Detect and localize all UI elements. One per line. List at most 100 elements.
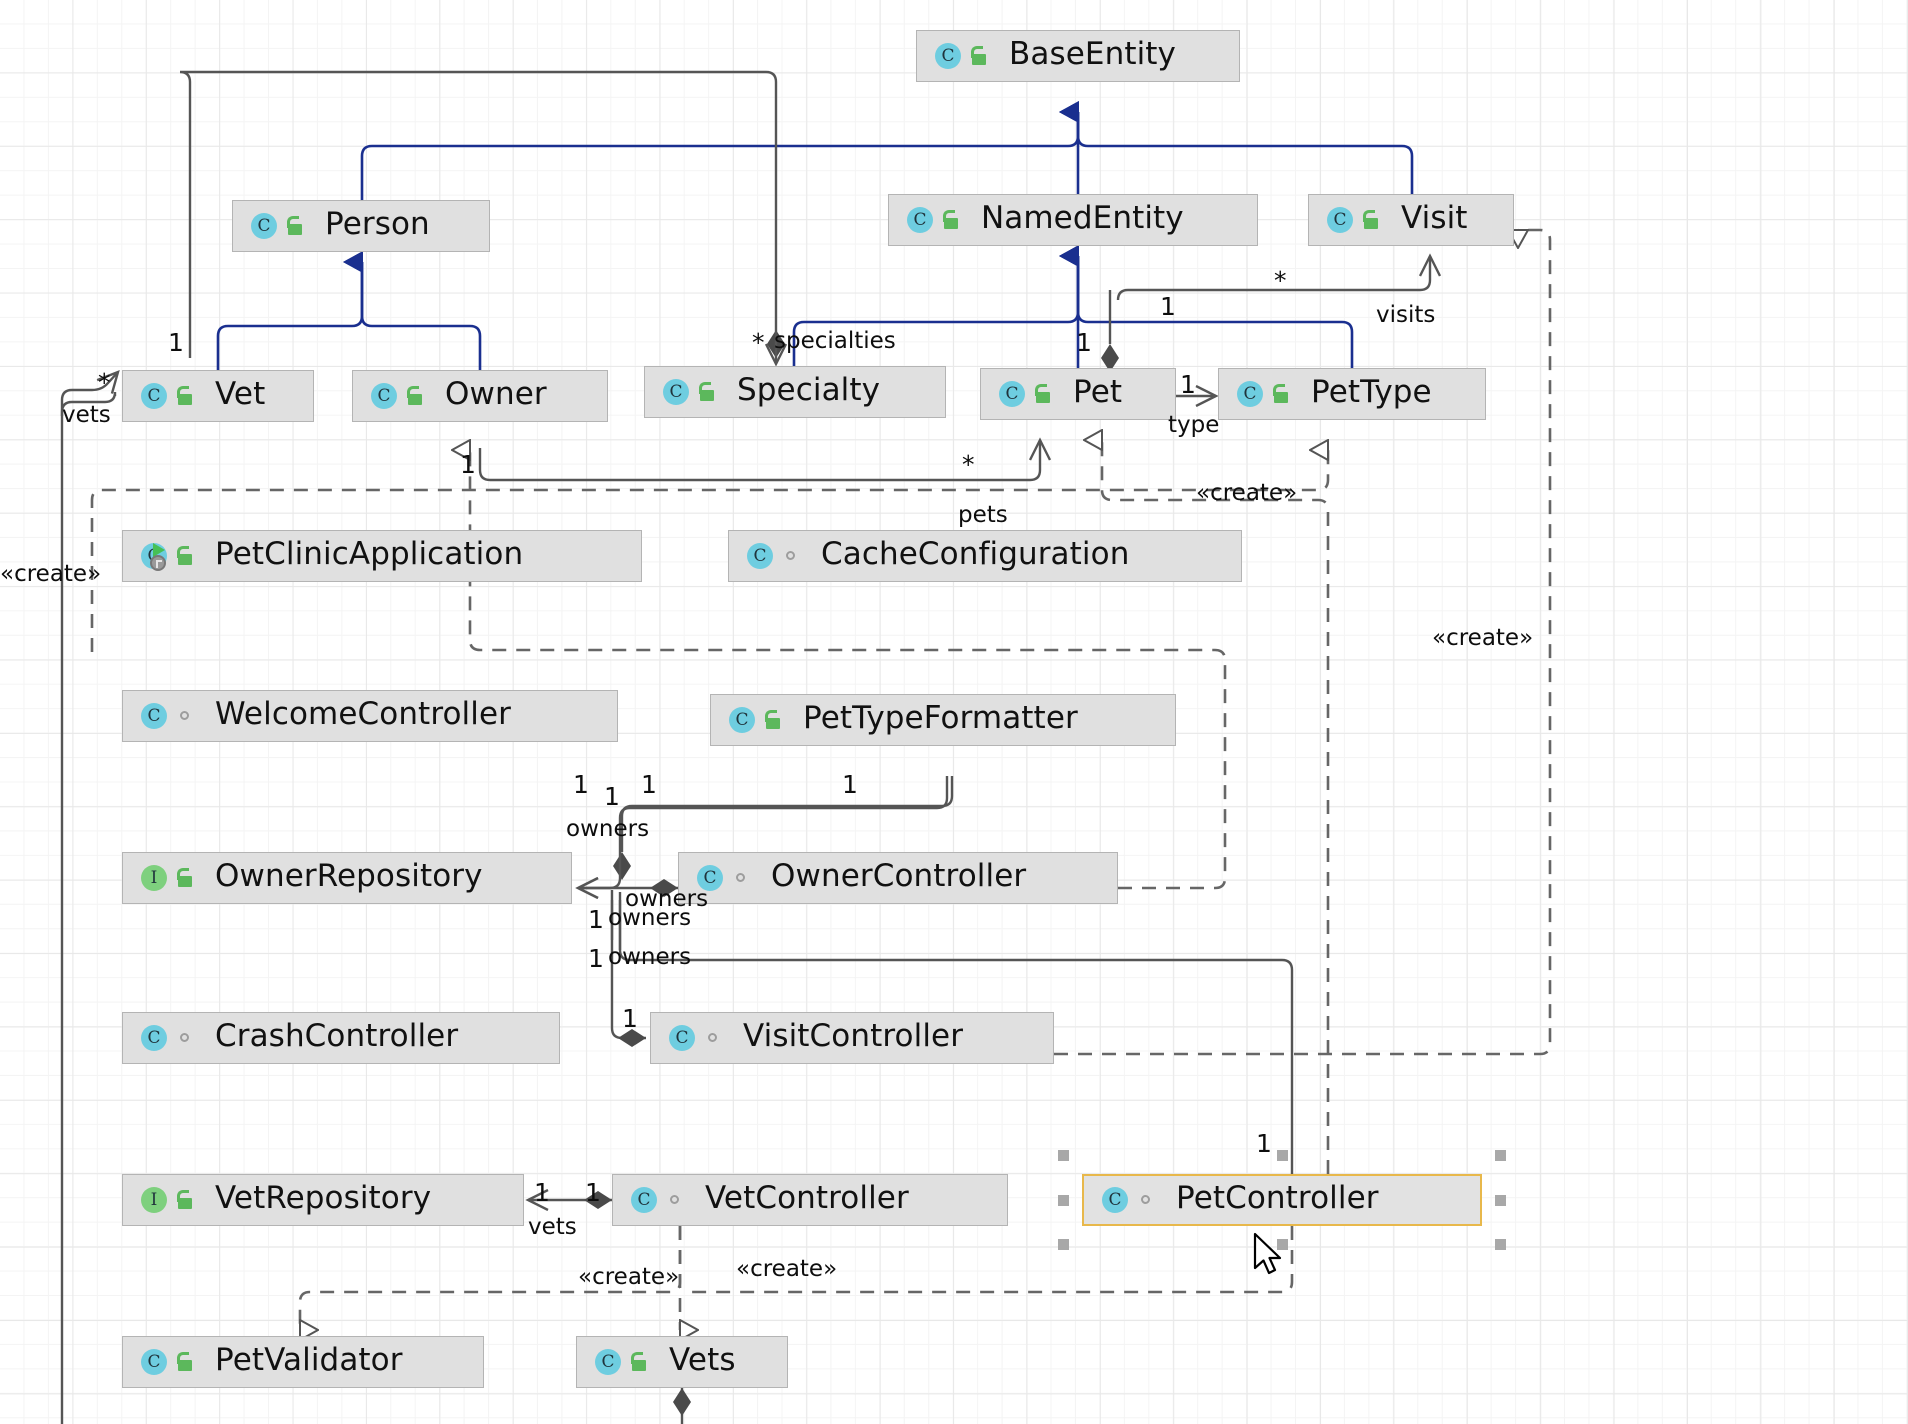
edge-label-visits-star: * — [1274, 266, 1287, 295]
interface-icon: I — [139, 863, 169, 893]
class-name-label: NamedEntity — [981, 200, 1184, 236]
edge-label-specialties-role: specialties — [774, 328, 896, 354]
class-icon: C — [1325, 205, 1355, 235]
class-node-cacheconfiguration[interactable]: C CacheConfiguration — [728, 530, 1242, 582]
resize-handle-2[interactable] — [1495, 1150, 1506, 1161]
edge-label-owner-one: 1 — [460, 450, 476, 479]
class-name-label: PetType — [1311, 374, 1432, 410]
class-node-ownercontroller[interactable]: C OwnerController — [678, 852, 1118, 904]
class-name-label: OwnerController — [771, 858, 1027, 894]
class-name-label: OwnerRepository — [215, 858, 483, 894]
resize-handle-5[interactable] — [1058, 1239, 1069, 1250]
unlock-icon — [761, 707, 787, 733]
class-icon: C — [139, 701, 169, 731]
class-icon: C — [661, 377, 691, 407]
class-icon: C — [997, 379, 1027, 409]
class-icon: C — [629, 1185, 659, 1215]
edge-label-own-b1: 1 — [588, 905, 604, 934]
resize-handle-1[interactable] — [1276, 1150, 1288, 1161]
edge-label-own-a2: 1 — [604, 782, 620, 811]
class-node-pettype[interactable]: C PetType — [1218, 368, 1486, 420]
resize-handle-6[interactable] — [1276, 1239, 1288, 1250]
class-node-visit[interactable]: C Visit — [1308, 194, 1514, 246]
edge-label-pet-ctrl-one: 1 — [1256, 1129, 1272, 1158]
class-icon: C — [745, 541, 775, 571]
unlock-icon — [173, 1187, 199, 1213]
class-node-petcontroller[interactable]: C PetController — [1082, 1174, 1482, 1226]
unlock-icon — [173, 383, 199, 409]
interface-icon: I — [139, 1185, 169, 1215]
unlock-icon — [1031, 381, 1057, 407]
class-icon: C — [695, 863, 725, 893]
class-name-label: Vet — [215, 376, 266, 412]
class-node-petclinicapplication[interactable]: C PetClinicApplication — [122, 530, 642, 582]
class-node-namedentity[interactable]: C NamedEntity — [888, 194, 1258, 246]
package-dot-icon — [701, 1025, 727, 1051]
edge-label-create-v1: «create» — [578, 1264, 680, 1290]
edge-label-visits-role: visits — [1376, 302, 1436, 328]
class-icon: C — [1235, 379, 1265, 409]
unlock-icon — [173, 543, 199, 569]
class-node-ownerrepository[interactable]: I OwnerRepository — [122, 852, 572, 904]
class-name-label: Visit — [1401, 200, 1468, 236]
class-runnable-icon: C — [139, 541, 169, 571]
resize-handle-3[interactable] — [1058, 1194, 1069, 1206]
edge-label-type-role: type — [1168, 412, 1220, 438]
class-name-label: Owner — [445, 376, 547, 412]
edge-label-visit-one: 1 — [622, 1004, 638, 1033]
unlock-icon — [1269, 381, 1295, 407]
edge-label-fmt-one: 1 — [842, 770, 858, 799]
edge-label-own-a3: 1 — [641, 770, 657, 799]
edge-label-specialties-star: * — [752, 328, 765, 357]
edge-label-vets-star: * — [98, 368, 111, 397]
class-name-label: CacheConfiguration — [821, 536, 1130, 572]
edge-label-owners-r2: owners — [625, 886, 709, 912]
run-play-icon — [153, 543, 165, 557]
edge-label-pets-role: pets — [958, 502, 1008, 528]
class-name-label: CrashController — [215, 1018, 459, 1054]
class-name-label: PetController — [1176, 1180, 1379, 1216]
class-icon: C — [905, 205, 935, 235]
class-name-label: VetController — [705, 1180, 909, 1216]
class-node-petvalidator[interactable]: C PetValidator — [122, 1336, 484, 1388]
edge-label-create-right: «create» — [1432, 625, 1534, 651]
resize-handle-0[interactable] — [1058, 1150, 1069, 1161]
unlock-icon — [173, 1349, 199, 1375]
class-node-vetcontroller[interactable]: C VetController — [612, 1174, 1008, 1226]
edge-label-create-pet: «create» — [1196, 480, 1298, 506]
class-icon: C — [1100, 1185, 1130, 1215]
edge-label-pet-one: 1 — [1076, 328, 1092, 357]
resize-handle-7[interactable] — [1495, 1239, 1506, 1250]
class-node-crashcontroller[interactable]: C CrashController — [122, 1012, 560, 1064]
edge-label-owners-r4: owners — [608, 944, 692, 970]
class-node-vet[interactable]: C Vet — [122, 370, 314, 422]
class-icon: C — [139, 381, 169, 411]
edge-label-vets-a2: 1 — [585, 1178, 601, 1207]
unlock-icon — [939, 207, 965, 233]
resize-handle-4[interactable] — [1495, 1194, 1506, 1206]
class-name-label: PetTypeFormatter — [803, 700, 1078, 736]
unlock-icon — [967, 43, 993, 69]
class-icon: C — [369, 381, 399, 411]
class-name-label: PetClinicApplication — [215, 536, 524, 572]
package-dot-icon — [729, 865, 755, 891]
class-name-label: PetValidator — [215, 1342, 403, 1378]
package-dot-icon — [173, 703, 199, 729]
class-icon: C — [139, 1347, 169, 1377]
package-dot-icon — [663, 1187, 689, 1213]
class-icon: C — [139, 1023, 169, 1053]
edge-label-owners-r3: owners — [608, 905, 692, 931]
edge-label-own-a1: 1 — [573, 770, 589, 799]
class-icon: C — [667, 1023, 697, 1053]
class-node-owner[interactable]: C Owner — [352, 370, 608, 422]
